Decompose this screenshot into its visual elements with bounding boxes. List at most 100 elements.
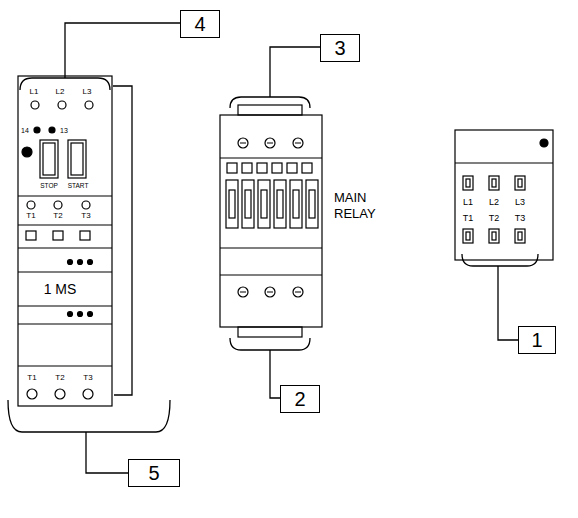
motor-starter-part bbox=[58, 101, 66, 109]
motor-starter-part bbox=[18, 323, 112, 324]
motor-starter-part bbox=[18, 224, 112, 225]
motor-starter-part bbox=[82, 201, 90, 209]
terminal-label: L2 bbox=[489, 198, 499, 207]
terminal-label: T1 bbox=[463, 214, 474, 223]
callout-number: 1 bbox=[531, 330, 542, 350]
terminal-label: 1 MS bbox=[44, 282, 77, 296]
terminal-label: T1 bbox=[26, 212, 35, 220]
motor-starter-part bbox=[54, 201, 62, 209]
motor-starter-part bbox=[71, 143, 83, 175]
motor-starter-part bbox=[26, 231, 36, 240]
terminal-label: L1 bbox=[30, 88, 39, 96]
callout-bracket-part bbox=[113, 86, 132, 395]
overload-block-part bbox=[455, 162, 553, 163]
motor-starter-part bbox=[83, 389, 93, 399]
main-relay-part bbox=[309, 190, 315, 218]
main-relay-part bbox=[238, 327, 302, 337]
overload-block-part bbox=[492, 232, 496, 240]
callout-bracket-part bbox=[8, 400, 170, 432]
callout-bracket-part bbox=[86, 432, 128, 473]
motor-starter-part bbox=[27, 201, 35, 209]
main-relay-part bbox=[238, 105, 302, 115]
terminal-label: 14 bbox=[21, 127, 29, 134]
terminal-label: T3 bbox=[83, 374, 92, 382]
callout-box: 3 bbox=[320, 34, 360, 62]
main-relay-part bbox=[226, 180, 238, 228]
motor-starter-part bbox=[68, 260, 73, 265]
callout-bracket-part bbox=[270, 47, 320, 97]
motor-starter-part bbox=[43, 143, 55, 175]
overload-block-part bbox=[463, 176, 473, 190]
main-relay-part bbox=[261, 190, 267, 218]
main-relay-part bbox=[293, 190, 299, 218]
callout-box: 2 bbox=[280, 385, 320, 413]
motor-starter-part bbox=[88, 260, 93, 265]
motor-starter bbox=[18, 76, 112, 406]
main-relay-part bbox=[229, 190, 235, 218]
motor-starter-part bbox=[31, 101, 39, 109]
callout-box: 5 bbox=[128, 459, 180, 487]
overload-block-part bbox=[466, 179, 470, 187]
callout-bracket bbox=[8, 23, 538, 473]
terminal-label: L3 bbox=[515, 198, 525, 207]
motor-starter-part bbox=[68, 312, 73, 317]
main-relay-part bbox=[274, 180, 286, 228]
main-relay-part bbox=[242, 180, 254, 228]
callout-bracket-part bbox=[230, 97, 310, 108]
motor-starter-part bbox=[78, 312, 83, 317]
main-relay bbox=[220, 105, 322, 337]
overload-block-part bbox=[515, 229, 525, 243]
callout-box: 4 bbox=[180, 10, 220, 38]
overload-block-part bbox=[515, 176, 525, 190]
motor-starter-part bbox=[18, 195, 112, 196]
overload-block-part bbox=[518, 179, 522, 187]
motor-starter-part bbox=[85, 101, 93, 109]
callout-number: 3 bbox=[334, 38, 345, 58]
main-relay-part bbox=[220, 157, 322, 158]
motor-starter-part bbox=[18, 305, 112, 306]
motor-starter-part bbox=[40, 140, 58, 178]
motor-starter-part bbox=[88, 312, 93, 317]
terminal-label: START bbox=[68, 183, 89, 190]
overload-block-part bbox=[489, 176, 499, 190]
main-relay-part bbox=[240, 291, 301, 292]
motor-starter-part bbox=[68, 140, 86, 178]
overload-block-part bbox=[463, 229, 473, 243]
main-relay-part bbox=[220, 247, 322, 248]
main-relay-part bbox=[245, 190, 251, 218]
overload-block-part bbox=[466, 232, 470, 240]
terminal-label: L2 bbox=[56, 88, 65, 96]
terminal-label: T2 bbox=[55, 374, 64, 382]
main-relay-part bbox=[290, 180, 302, 228]
callout-number: 2 bbox=[294, 389, 305, 409]
terminal-label: T3 bbox=[515, 214, 526, 223]
main-relay-part bbox=[302, 163, 312, 173]
main-relay-part bbox=[227, 163, 237, 173]
main-relay-part bbox=[242, 163, 252, 173]
callout-number: 5 bbox=[148, 463, 159, 483]
main-relay-part bbox=[240, 142, 301, 143]
terminal-label: T2 bbox=[489, 214, 500, 223]
terminal-label: T1 bbox=[27, 374, 36, 382]
overload-block-part bbox=[540, 139, 548, 147]
motor-starter-part bbox=[18, 365, 112, 366]
terminal-label: T2 bbox=[53, 212, 62, 220]
overload-block-part bbox=[489, 229, 499, 243]
terminal-label: L1 bbox=[463, 198, 473, 207]
callout-box: 1 bbox=[518, 326, 556, 354]
main-relay-part bbox=[258, 180, 270, 228]
terminal-label: L3 bbox=[83, 88, 92, 96]
terminal-label: STOP bbox=[40, 183, 58, 190]
callout-bracket-part bbox=[462, 254, 538, 266]
motor-starter-part bbox=[55, 389, 65, 399]
callout-bracket-part bbox=[65, 23, 180, 78]
motor-starter-part bbox=[34, 127, 40, 133]
main-relay-part bbox=[277, 190, 283, 218]
callout-bracket-part bbox=[230, 338, 310, 350]
callout-bracket-part bbox=[270, 350, 280, 398]
overload-block-part bbox=[455, 130, 553, 260]
motor-starter-part bbox=[18, 247, 112, 248]
motor-starter-part bbox=[78, 260, 83, 265]
main-relay-part bbox=[306, 180, 318, 228]
overload-block-part bbox=[492, 179, 496, 187]
